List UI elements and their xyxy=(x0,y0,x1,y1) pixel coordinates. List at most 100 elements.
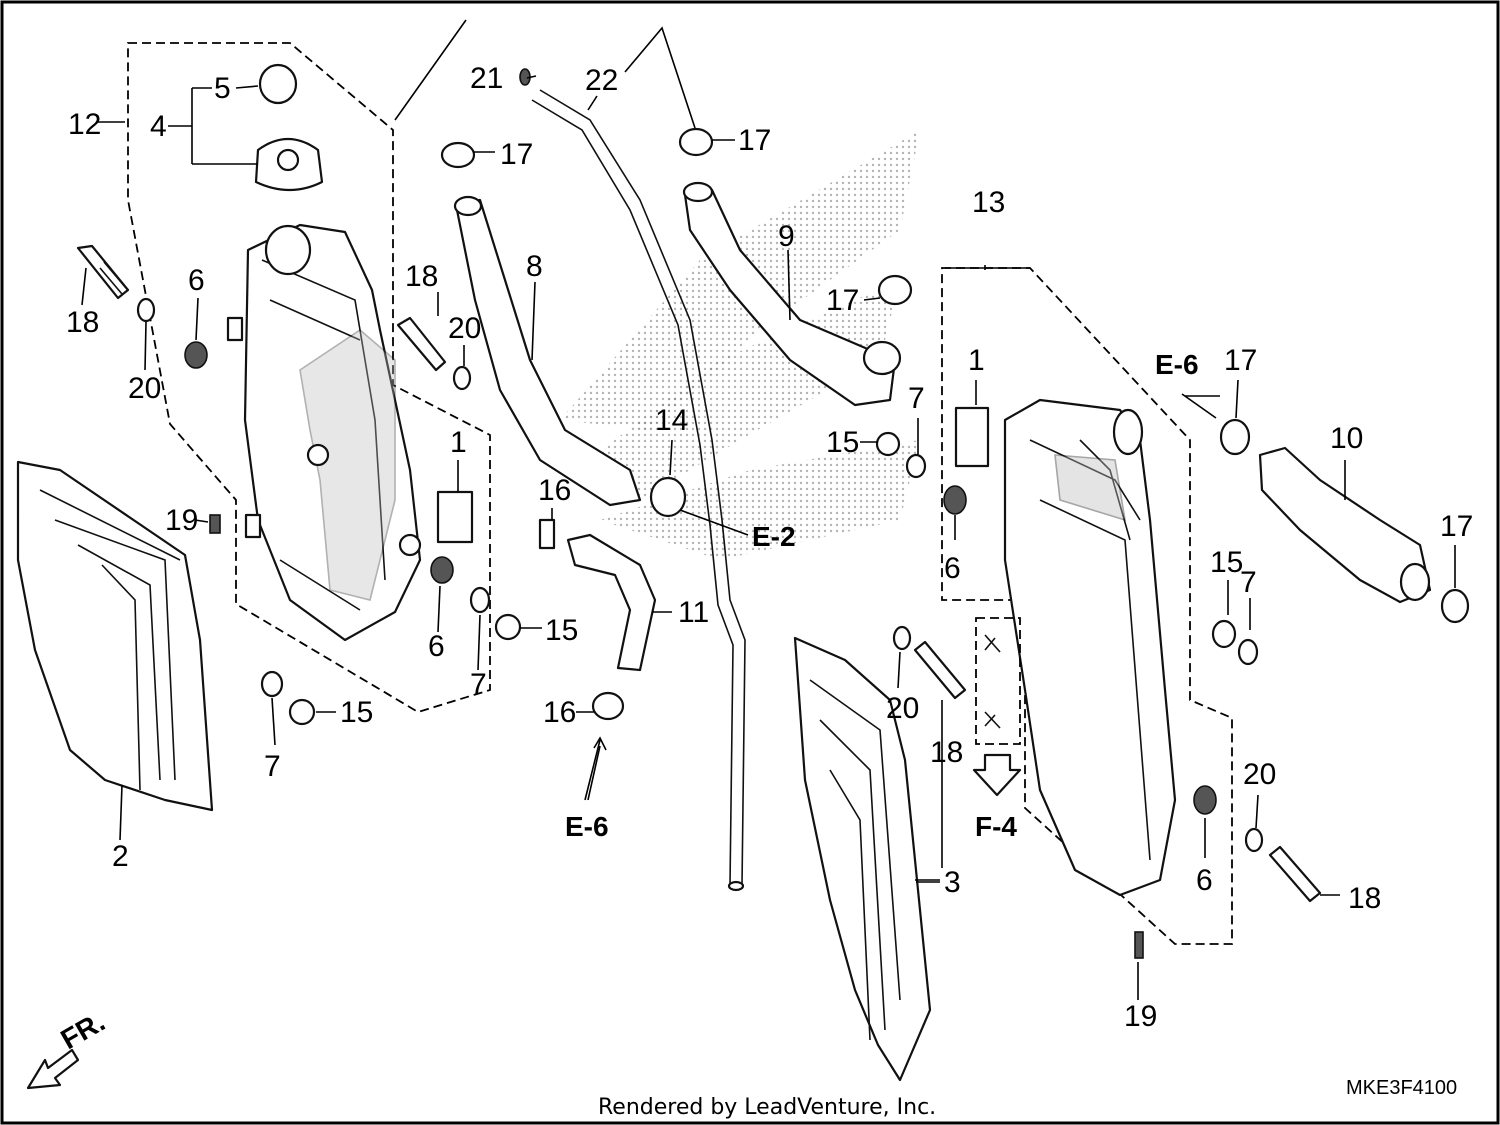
callout-labels: 12 4 5 21 22 17 17 18 6 20 18 20 8 9 13 … xyxy=(66,62,1473,1033)
right-damper-15-b[interactable] xyxy=(1211,619,1237,649)
left-grommet-6[interactable] xyxy=(184,341,208,369)
callout-1-b: 1 xyxy=(450,426,467,459)
callout-19-b: 19 xyxy=(1124,1000,1157,1033)
clamp-16-b[interactable] xyxy=(591,691,625,721)
callout-17-d: 17 xyxy=(1224,344,1257,377)
callout-15-c: 15 xyxy=(340,696,373,729)
callout-17-b: 17 xyxy=(738,124,771,157)
right-collar-7-b[interactable] xyxy=(1237,638,1259,666)
callout-20-a: 20 xyxy=(128,372,161,405)
diagram-code: MKE3F4100 xyxy=(1346,1077,1457,1099)
ref-e2: E-2 xyxy=(752,521,796,552)
front-arrow-icon xyxy=(26,1048,80,1090)
callout-18-a: 18 xyxy=(66,306,99,339)
callout-20-c: 20 xyxy=(886,692,919,725)
hose-10[interactable] xyxy=(1258,446,1432,604)
callout-6-b: 6 xyxy=(944,552,961,585)
center-grommet-6[interactable] xyxy=(430,556,454,584)
right-grommet-6-b[interactable] xyxy=(1193,785,1217,815)
right-bolt-18-a[interactable] xyxy=(913,640,967,700)
right-bolt-18-b[interactable] xyxy=(1268,845,1322,903)
right-damper-15-a[interactable] xyxy=(875,431,901,457)
overflow-tube-22[interactable] xyxy=(531,89,746,886)
callout-7-a: 7 xyxy=(908,382,925,415)
callout-10: 10 xyxy=(1330,422,1363,455)
callout-8: 8 xyxy=(526,250,543,283)
callout-6-c: 6 xyxy=(428,630,445,663)
callout-9: 9 xyxy=(778,220,795,253)
leader-lines xyxy=(81,19,1456,1000)
right-bolt-19[interactable] xyxy=(1134,931,1144,959)
callout-17-a: 17 xyxy=(500,138,533,171)
left-bolt-18[interactable] xyxy=(76,244,130,300)
radiator-guard[interactable] xyxy=(793,636,932,1082)
left-radiator-shroud[interactable] xyxy=(16,460,214,812)
right-collar-7-a[interactable] xyxy=(905,453,927,479)
hose-9[interactable] xyxy=(683,188,897,407)
callout-16-b: 16 xyxy=(543,696,576,729)
callout-12: 12 xyxy=(68,108,101,141)
block-1-left[interactable] xyxy=(436,490,474,544)
callout-19-a: 19 xyxy=(165,504,198,537)
right-grommet-6-a[interactable] xyxy=(943,485,967,515)
callout-2: 2 xyxy=(112,840,129,873)
callout-21: 21 xyxy=(470,62,503,95)
cap-seal[interactable] xyxy=(258,63,298,105)
left-bolt-19[interactable] xyxy=(209,514,221,534)
center-bolt-18[interactable] xyxy=(396,316,447,372)
ref-f4: F-4 xyxy=(975,811,1017,842)
center-washer-20[interactable] xyxy=(452,365,472,391)
callout-5: 5 xyxy=(214,72,231,105)
callout-7-c: 7 xyxy=(264,750,281,783)
callout-7-d: 7 xyxy=(1240,566,1257,599)
upper-hose-8[interactable] xyxy=(454,198,642,507)
group-outline-12 xyxy=(127,42,491,713)
callout-1-a: 1 xyxy=(968,344,985,377)
front-direction-label: FR. xyxy=(56,1006,111,1055)
f4-arrow-icon xyxy=(972,753,1022,797)
hose-11[interactable] xyxy=(566,533,657,672)
callout-18-c: 18 xyxy=(930,736,963,769)
block-1-right[interactable] xyxy=(954,406,990,468)
right-washer-20-a[interactable] xyxy=(892,625,912,651)
callout-22: 22 xyxy=(585,64,618,97)
clip-16-a[interactable] xyxy=(538,518,556,550)
right-washer-20-b[interactable] xyxy=(1244,827,1264,853)
callout-4: 4 xyxy=(150,110,167,143)
f4-reference-box xyxy=(975,617,1021,745)
left-radiator[interactable] xyxy=(226,223,422,642)
callout-18-d: 18 xyxy=(1348,882,1381,915)
clamp-17-d[interactable] xyxy=(1219,418,1251,456)
callout-20-b: 20 xyxy=(448,312,481,345)
callout-15-a: 15 xyxy=(826,426,859,459)
clamp-14[interactable] xyxy=(649,476,687,518)
center-damper-15[interactable] xyxy=(494,613,522,641)
clamp-17-a[interactable] xyxy=(440,141,476,169)
callout-17-e: 17 xyxy=(1440,510,1473,543)
clamp-17-c[interactable] xyxy=(877,274,913,306)
callout-15-b: 15 xyxy=(545,614,578,647)
callout-7-b: 7 xyxy=(470,668,487,701)
left-collar-7[interactable] xyxy=(260,670,284,698)
radiator-cap[interactable] xyxy=(254,138,324,192)
left-damper-15[interactable] xyxy=(288,698,316,726)
ref-e6-left: E-6 xyxy=(565,811,609,842)
callout-6-a: 6 xyxy=(188,264,205,297)
ref-e6-right: E-6 xyxy=(1155,349,1199,380)
center-collar-7[interactable] xyxy=(469,586,491,614)
callout-20-d: 20 xyxy=(1243,758,1276,791)
callout-17-c: 17 xyxy=(826,284,859,317)
callout-6-d: 6 xyxy=(1196,864,1213,897)
clamp-17-e[interactable] xyxy=(1440,588,1470,624)
left-washer-20[interactable] xyxy=(136,297,156,323)
callout-3: 3 xyxy=(944,866,961,899)
clamp-17-b[interactable] xyxy=(678,127,714,157)
group-outline-13 xyxy=(941,267,1233,945)
callout-14: 14 xyxy=(655,404,688,437)
callout-18-b: 18 xyxy=(405,260,438,293)
right-radiator[interactable] xyxy=(1003,398,1177,897)
callout-16-a: 16 xyxy=(538,474,571,507)
callout-11: 11 xyxy=(678,596,709,629)
